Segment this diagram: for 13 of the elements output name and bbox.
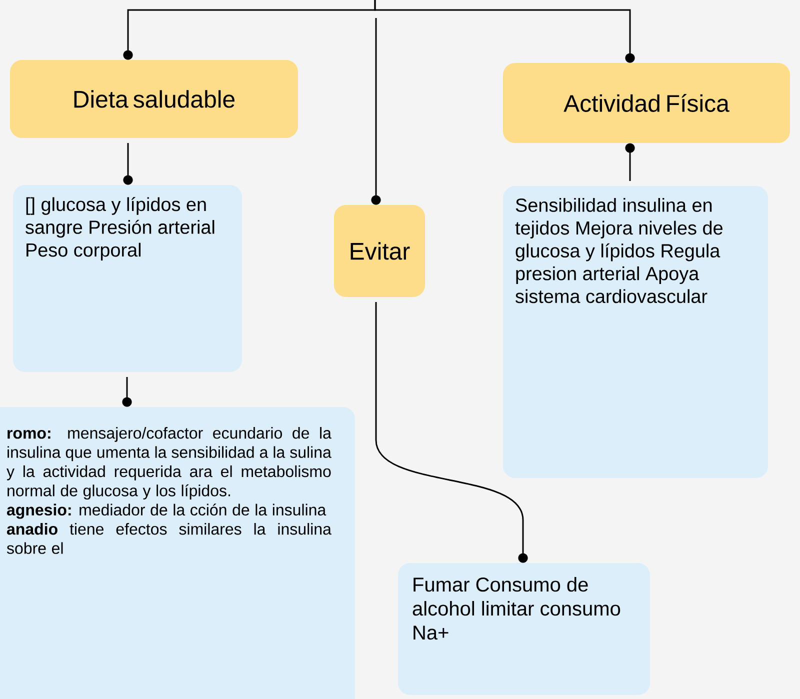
topic-box: Dieta saludable xyxy=(10,60,298,138)
info-box: [] glucosa y lípidos en sangre Presión arterial Peso corporal xyxy=(13,185,242,372)
connector xyxy=(122,377,132,407)
connector xyxy=(625,143,635,181)
connector xyxy=(374,0,635,63)
connector xyxy=(375,302,528,563)
connector xyxy=(123,143,133,185)
connector xyxy=(371,18,381,205)
topic-box: Evitar xyxy=(334,205,425,297)
info-box: Sensibilidad insulina en tejidos Mejora niveles de glucosa y lípidos Regula presion arterial Apoya sistema cardiovascular xyxy=(503,186,768,478)
topic-box: Actividad Física xyxy=(503,63,790,143)
info-box: Fumar Consumo de alcohol limitar consumo Na+ xyxy=(398,563,650,695)
info-box: romo: mensajero/cofactor ecundario de la insulina que umenta la sensibilidad a la sulina y la actividad requerida ara el metabolismo normal de glucosa y los lípidos. agnesio: mediador de la cción de la insulina anadio tiene efectos similares la insulina sobre el xyxy=(0,407,355,699)
